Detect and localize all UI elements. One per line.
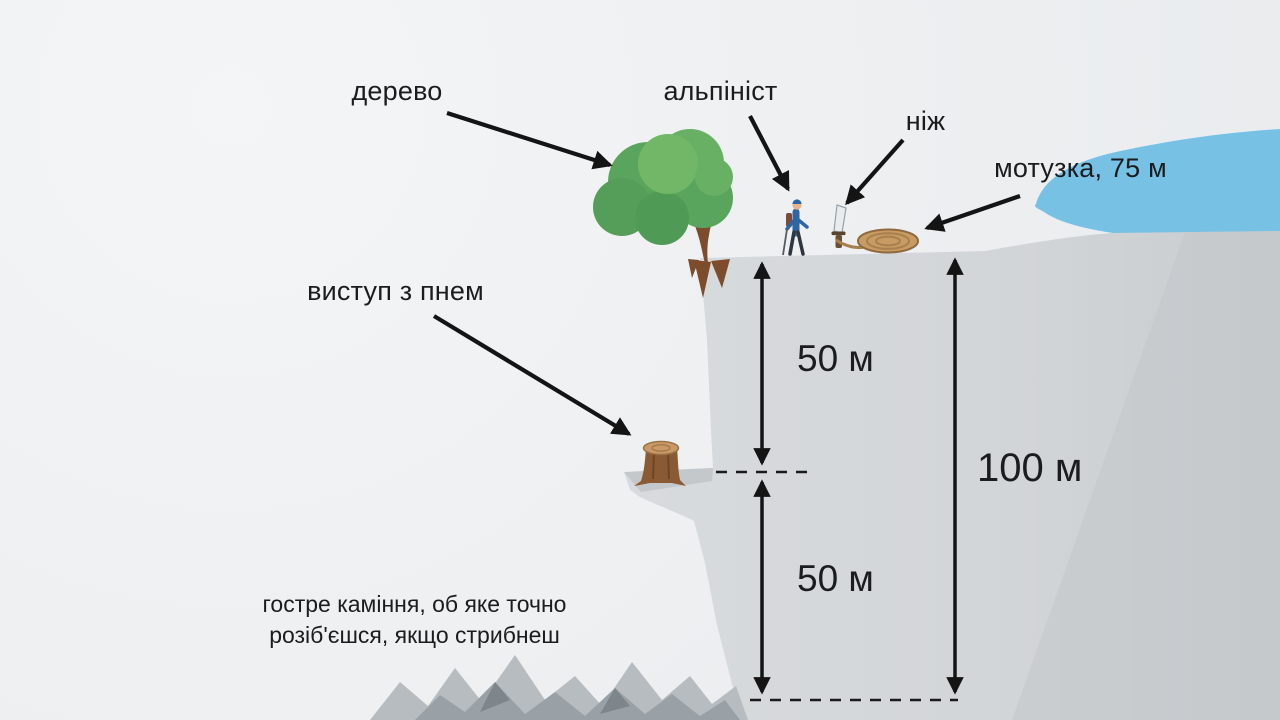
rocks-note-line1: гостре каміння, об яке точно [262,591,567,617]
label-climber: альпініст [663,76,778,106]
label-measure-upper: 50 м [797,338,874,379]
rocks-note-line2: розіб'єшся, якщо стрибнеш [269,622,560,648]
arrow-to-ledge [432,314,632,436]
cliff-shading [1012,231,1280,720]
label-measure-lower: 50 м [797,558,874,599]
sharp-rocks [370,655,748,720]
callout-arrows [432,110,1021,436]
label-measure-total: 100 м [977,446,1083,490]
knife-icon [831,204,847,248]
climber-icon [782,199,809,256]
arrow-to-climber [748,115,790,192]
water-shape [1034,129,1280,244]
rope-icon [835,228,919,254]
arrow-to-tree [446,110,613,170]
label-rope: мотузка, 75 м [994,153,1167,183]
label-ledge: виступ з пнем [307,276,484,306]
dashed-lines [716,470,958,702]
label-knife: ніж [905,106,946,136]
arrow-to-rope [924,194,1021,232]
label-tree: дерево [351,76,443,106]
label-rocks-note: гостре каміння, об яке точно розіб'єшся,… [232,589,597,651]
arrow-to-knife [845,138,905,206]
measurement-arrows [753,257,964,695]
tree-icon [593,129,733,298]
stump-icon [634,440,686,486]
